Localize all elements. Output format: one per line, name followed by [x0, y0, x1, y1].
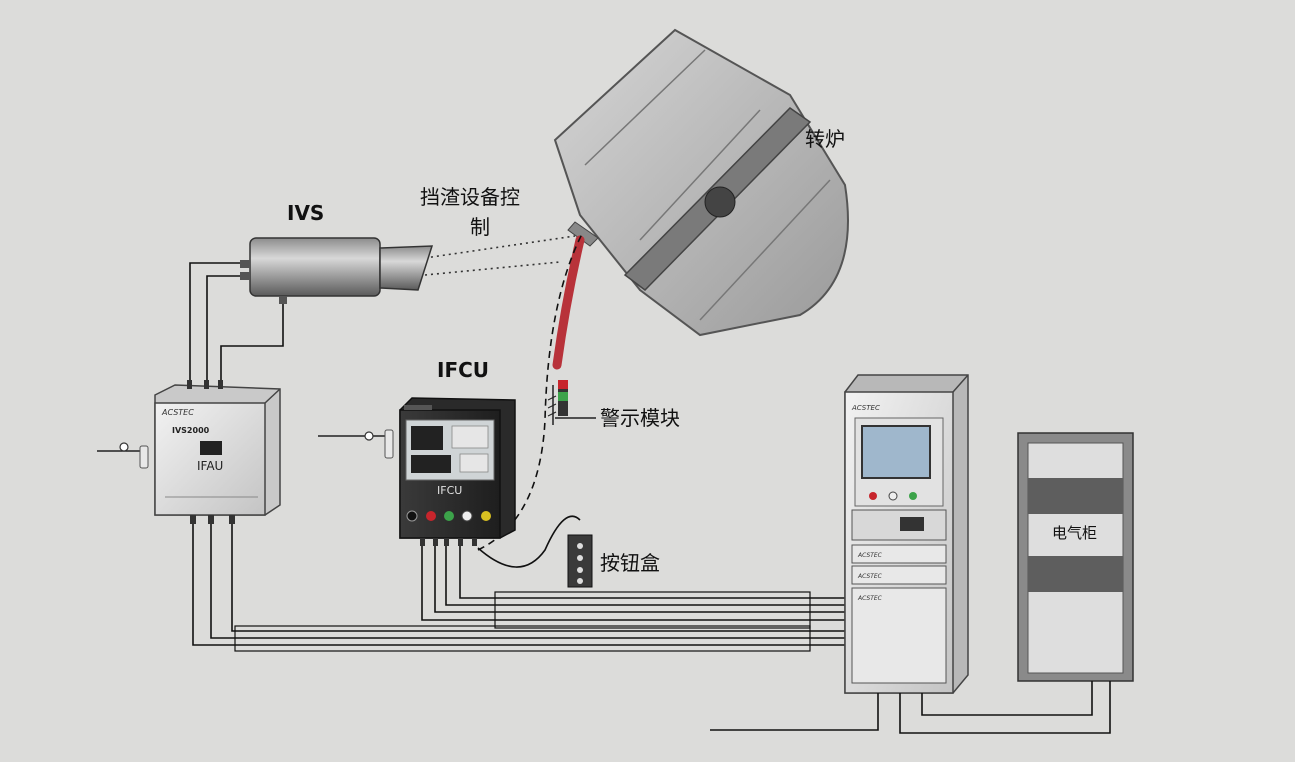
ifcu-label: IFCU — [437, 358, 489, 382]
slag-control-label-2: 制 — [470, 215, 490, 239]
ifcu-panel-label: IFCU — [437, 484, 462, 497]
ifau-unit: ACSTEC IVS2000 IFAU — [97, 380, 281, 524]
cable-bundle-ifcu — [421, 546, 845, 629]
svg-text:ACSTEC: ACSTEC — [161, 408, 194, 417]
slag-chute — [552, 235, 585, 370]
bottom-cables — [710, 681, 1111, 734]
ifau-model-label: IVS2000 — [172, 426, 210, 435]
svg-text:ACSTEC: ACSTEC — [857, 552, 883, 559]
converter — [553, 28, 849, 337]
electric-cabinet-label: 电气柜 — [1052, 524, 1097, 542]
ivs-label: IVS — [287, 201, 324, 225]
ivs-camera — [240, 237, 434, 304]
warning-module-label: 警示模块 — [600, 406, 680, 430]
electric-cabinet — [1017, 432, 1134, 682]
warning-module — [547, 380, 596, 425]
ivs-cables — [189, 262, 284, 385]
ifcu-unit: IFCU — [318, 397, 516, 546]
slag-control-label: 挡渣设备控 — [420, 185, 520, 209]
button-box-label: 按钮盒 — [600, 551, 660, 575]
svg-text:ACSTEC: ACSTEC — [851, 404, 880, 412]
svg-text:ACSTEC: ACSTEC — [857, 595, 883, 602]
control-cabinet: ACSTEC ACSTEC ACSTEC ACSTEC — [844, 374, 969, 694]
ifau-label: IFAU — [197, 459, 223, 473]
converter-label: 转炉 — [805, 127, 845, 151]
cable-bundle-ifau — [192, 524, 845, 652]
svg-text:ACSTEC: ACSTEC — [857, 573, 883, 580]
sight-lines — [424, 235, 576, 276]
button-box — [477, 515, 593, 588]
